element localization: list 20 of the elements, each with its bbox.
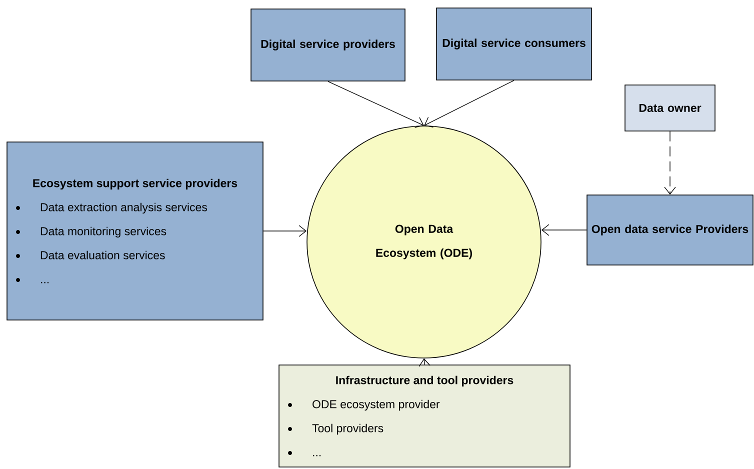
process-box: Open data service Providers <box>586 194 754 266</box>
process-box: Digital service consumers <box>436 8 592 80</box>
arrow <box>424 80 514 128</box>
bullet-item: Data evaluation services <box>16 250 165 260</box>
process-box: Data owner <box>624 84 716 132</box>
list-box <box>6 142 264 320</box>
arrow <box>541 224 587 236</box>
bullet-item: ODE ecosystem provider <box>288 400 440 411</box>
arrow <box>328 81 424 128</box>
box-heading: Infrastructure and tool providers <box>336 376 514 387</box>
process-box: Digital service providers <box>250 8 406 82</box>
bullet-item: Data extraction analysis services <box>16 202 208 214</box>
bullet-item: ... <box>288 450 321 456</box>
list-box <box>278 364 570 468</box>
bullet-item: Tool providers <box>288 424 384 435</box>
bullet-item: Data monitoring services <box>16 226 166 238</box>
arrow <box>664 131 676 195</box>
arrow <box>263 225 307 237</box>
bullet-item: ... <box>16 278 49 284</box>
box-heading: Ecosystem support service providers <box>33 178 238 190</box>
